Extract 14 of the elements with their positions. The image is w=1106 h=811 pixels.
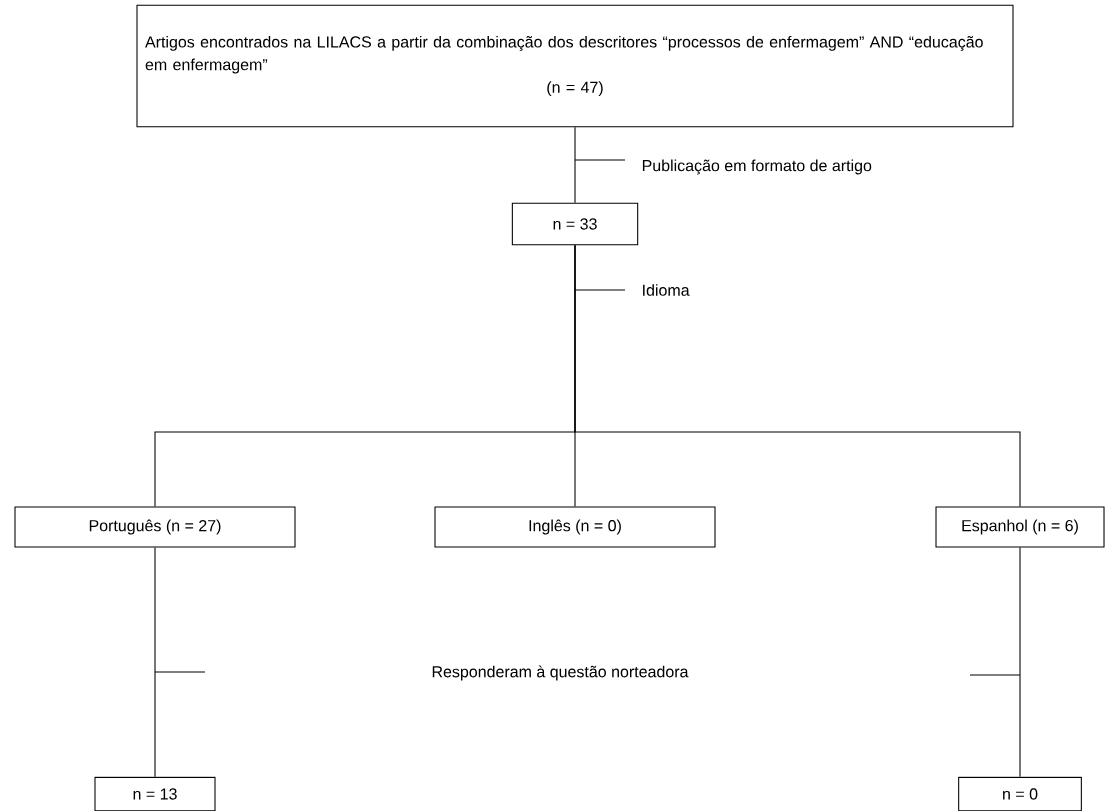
process-box: n = 13 [94,776,216,811]
process-box: Artigos encontrados na LILACS a partir da combinação dos descritores “processos de enfermagem” AND “educação em enfermagem” (n = 47) [136,4,1014,128]
process-box: Inglês (n = 0) [434,506,716,548]
step-label: Responderam à questão norteadora [432,665,689,681]
process-box: Espanhol (n = 6) [935,506,1105,548]
process-box: n = 33 [511,202,639,246]
step-label: Idioma [643,284,690,296]
connector-line [154,547,156,778]
process-box: Português (n = 27) [14,506,296,548]
connector-line [1019,547,1021,778]
process-box: n = 0 [958,776,1082,811]
connector-line [574,126,576,204]
connector-line [574,244,1021,507]
step-label: Publicação em formato de artigo [642,159,872,175]
